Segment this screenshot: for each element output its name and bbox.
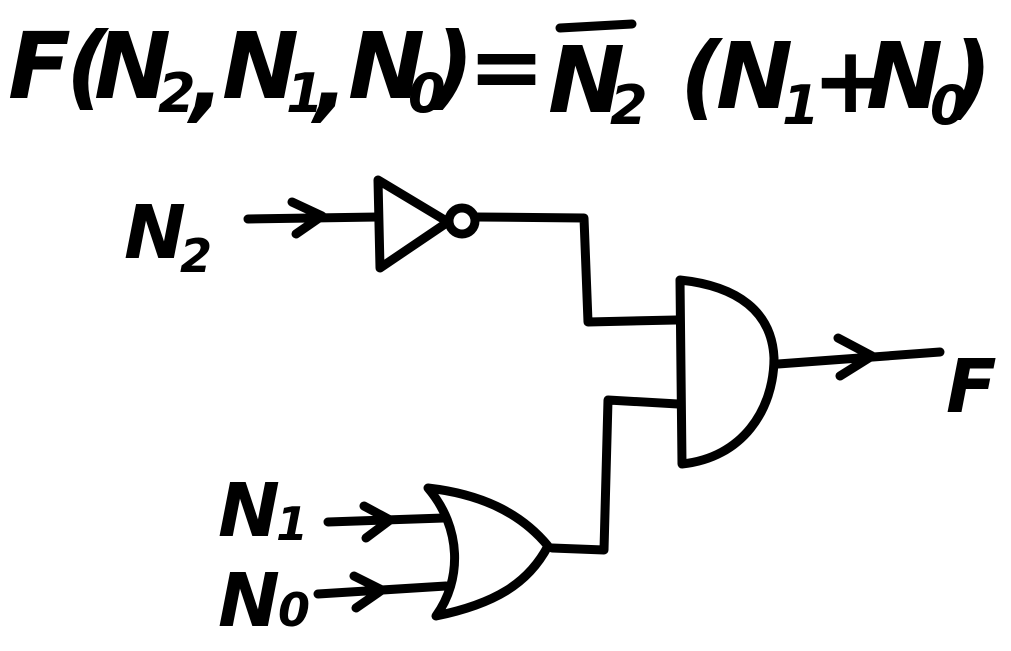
eq-rhs-negated-var-subscript: 2: [610, 74, 648, 137]
eq-lhs-var-n1-subscript: 1: [286, 62, 324, 125]
eq-lhs-comma-2: ,: [310, 25, 349, 132]
eq-lhs-open-paren: (: [66, 13, 110, 120]
eq-rhs-var-n0: N: [866, 23, 943, 130]
wire-or-to-and: [547, 395, 683, 555]
input-n0-letter: N: [218, 558, 280, 644]
input-label-n1: N 1: [218, 468, 308, 554]
arrow-n0-input: [349, 571, 387, 613]
input-label-n2: N 2: [124, 190, 212, 283]
eq-rhs-var-n0-subscript: 0: [930, 74, 968, 137]
wire-not-to-and: [471, 212, 681, 327]
input-n2-letter: N: [124, 190, 186, 276]
not-gate-bubble: [444, 203, 480, 239]
input-n2-subscript: 2: [180, 229, 212, 283]
eq-equals-sign: =: [468, 13, 545, 120]
eq-lhs-close-paren: ): [429, 13, 474, 120]
eq-rhs-var-n1-subscript: 1: [782, 74, 820, 137]
eq-lhs-var-n0: N: [348, 13, 425, 120]
eq-lhs-comma-1: ,: [186, 25, 225, 132]
eq-rhs-open-paren: (: [680, 23, 724, 130]
output-label-f: F: [946, 344, 997, 430]
boolean-equation: F ( N 2 , N 1 , N 0 ) = N 2 ( N 1 + N 0 …: [8, 13, 992, 137]
input-n1-subscript: 1: [276, 497, 308, 551]
eq-func-name: F: [8, 13, 71, 120]
input-label-n0: N 0: [218, 558, 310, 644]
input-n0-subscript: 0: [278, 583, 310, 637]
not-gate-body: [373, 175, 453, 273]
eq-rhs-var-n1: N: [716, 23, 793, 130]
eq-lhs-var-n0-subscript: 0: [408, 62, 446, 125]
arrow-n2-input: [287, 197, 327, 239]
eq-lhs-var-n2-subscript: 2: [158, 62, 196, 125]
eq-rhs-close-paren: ): [947, 23, 992, 130]
input-n1-letter: N: [218, 468, 280, 554]
eq-negation-bar: [555, 19, 637, 33]
eq-plus-sign: +: [812, 27, 889, 134]
eq-lhs-var-n1: N: [222, 13, 299, 120]
eq-rhs-negated-var: N: [548, 27, 625, 134]
eq-lhs-var-n2: N: [94, 13, 171, 120]
arrow-n1-input: [359, 501, 395, 543]
and-gate-body: [675, 275, 779, 469]
arrow-and-output: [833, 333, 877, 381]
or-gate-body: [423, 483, 553, 621]
wire-and-output: [773, 347, 945, 369]
